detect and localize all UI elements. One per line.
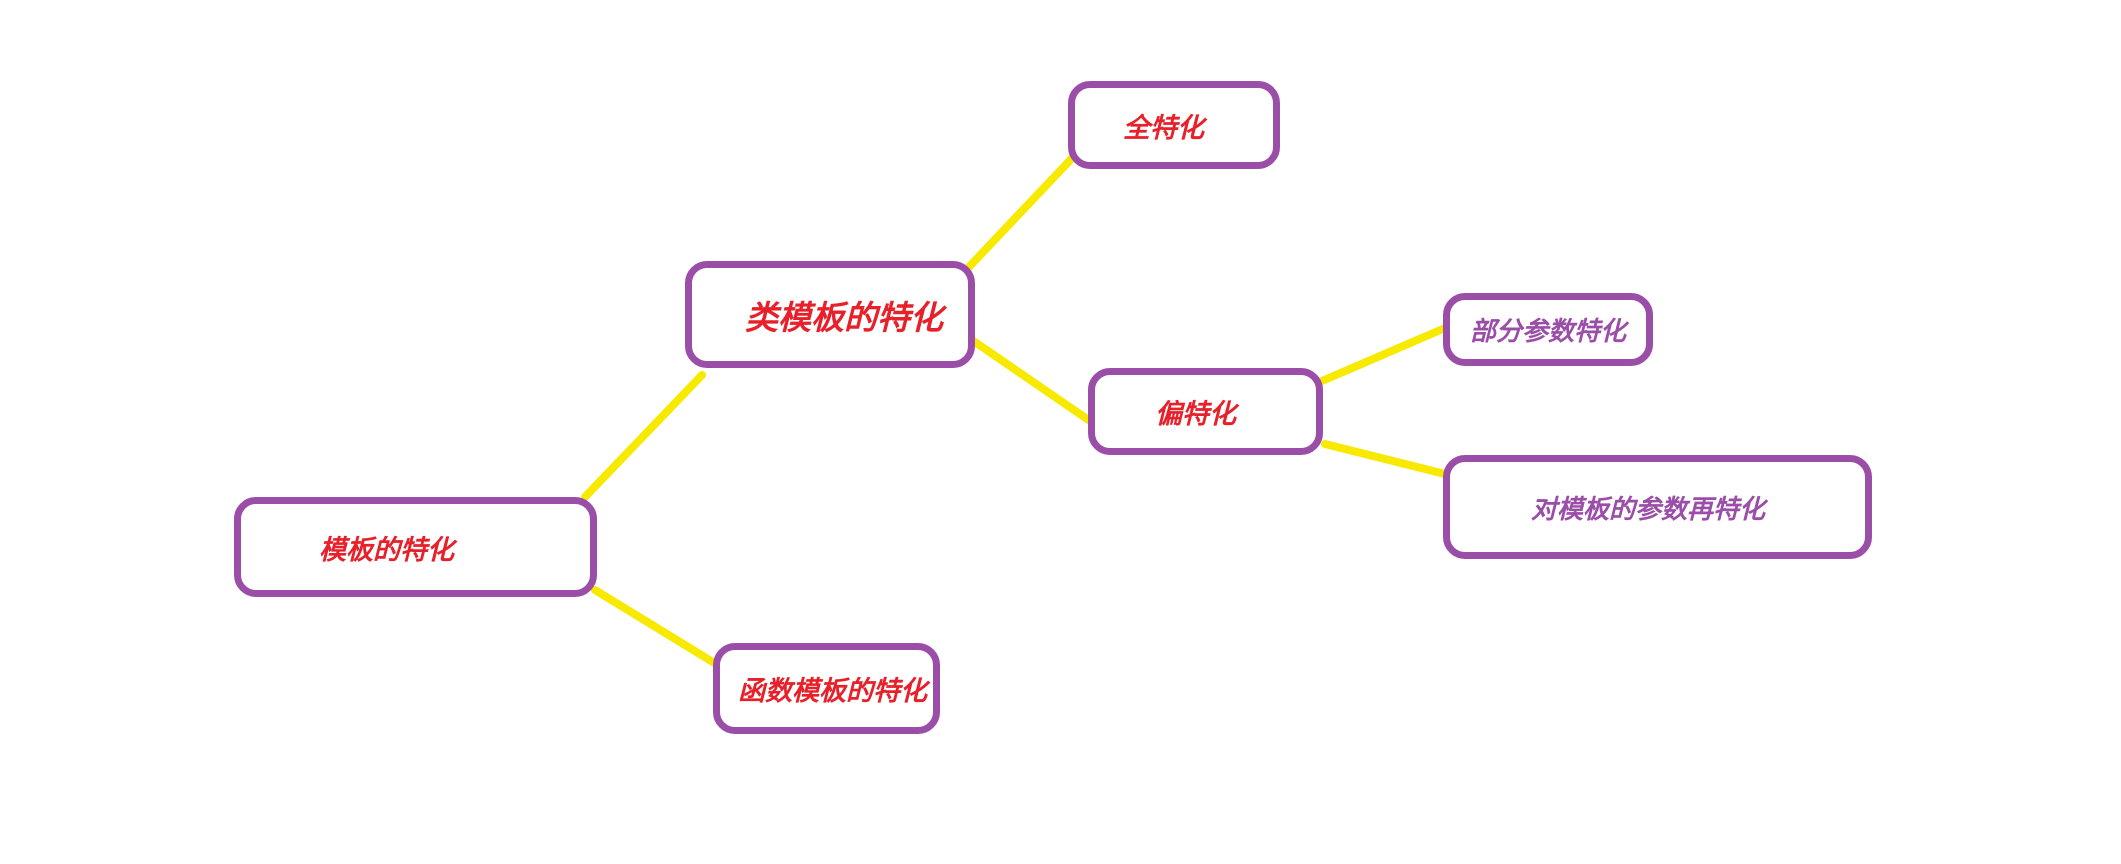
node-function-template[interactable]: 函数模板的特化	[713, 643, 940, 734]
node-full-label: 全特化	[1123, 112, 1204, 144]
edge-partial-to-further	[1321, 440, 1449, 478]
edge-class-template-to-partial	[968, 336, 1094, 425]
node-root[interactable]: 模板的特化	[234, 497, 597, 597]
node-root-label: 模板的特化	[319, 534, 454, 566]
node-further[interactable]: 对模板的参数再特化	[1443, 455, 1872, 559]
node-full[interactable]: 全特化	[1068, 81, 1280, 169]
edge-root-to-function-template	[591, 586, 720, 668]
node-partial[interactable]: 偏特化	[1088, 368, 1323, 455]
node-class-template[interactable]: 类模板的特化	[685, 261, 975, 368]
node-class-template-label: 类模板的特化	[745, 297, 943, 337]
node-function-template-label: 函数模板的特化	[738, 676, 927, 707]
node-partial-params-label: 部分参数特化	[1470, 317, 1627, 347]
node-partial-label: 偏特化	[1155, 399, 1236, 430]
edge-class-template-to-full	[964, 151, 1079, 272]
edge-root-to-class-template	[581, 371, 706, 501]
node-partial-params[interactable]: 部分参数特化	[1443, 293, 1653, 366]
edge-partial-to-partial-params	[1318, 324, 1449, 385]
node-further-label: 对模板的参数再特化	[1531, 494, 1766, 525]
